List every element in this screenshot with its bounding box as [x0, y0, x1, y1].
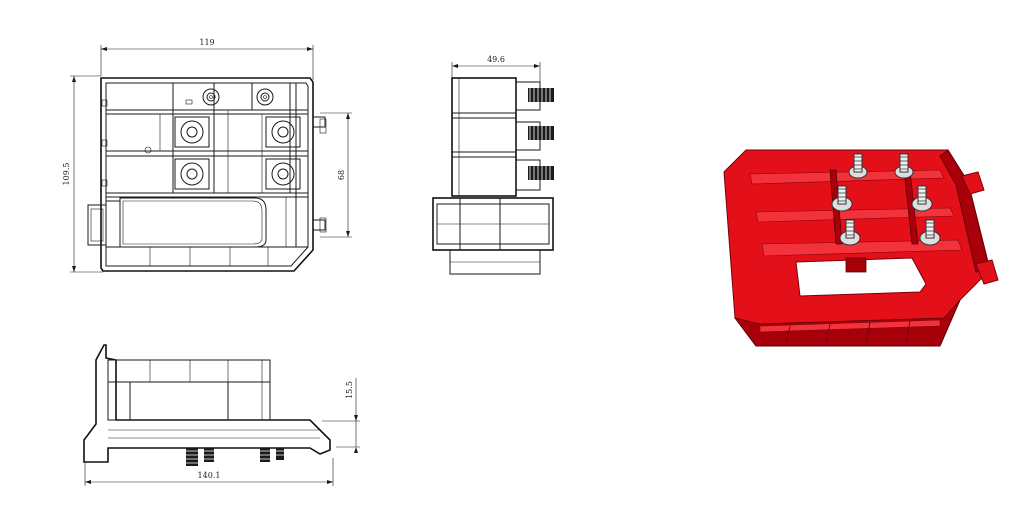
- dim-label-front-width: 140.1: [198, 471, 221, 480]
- threaded-studs: [528, 88, 554, 180]
- dim-top-height: 109.5: [62, 75, 103, 273]
- dim-front-height: 15.5: [322, 378, 360, 453]
- top-view: 119 109.5 68: [62, 38, 352, 273]
- dim-label-top-pitch: 68: [337, 170, 346, 180]
- terminal-bolts: [831, 153, 941, 246]
- dim-label-top-height: 109.5: [62, 163, 71, 186]
- dim-label-side-width: 49.6: [487, 55, 505, 64]
- dim-label-front-height: 15.5: [345, 381, 354, 399]
- side-view: 49.6: [432, 55, 554, 275]
- dim-front-width: 140.1: [84, 458, 334, 486]
- red-3d-render: [723, 149, 999, 347]
- front-view: 140.1 15.5: [83, 344, 360, 486]
- terminal-circles: [174, 88, 301, 190]
- dim-label-top-width: 119: [199, 38, 214, 47]
- dim-top-width: 119: [100, 38, 314, 80]
- dim-side-width: 49.6: [451, 55, 541, 84]
- front-studs: [186, 448, 284, 466]
- dim-top-pitch: 68: [320, 112, 352, 238]
